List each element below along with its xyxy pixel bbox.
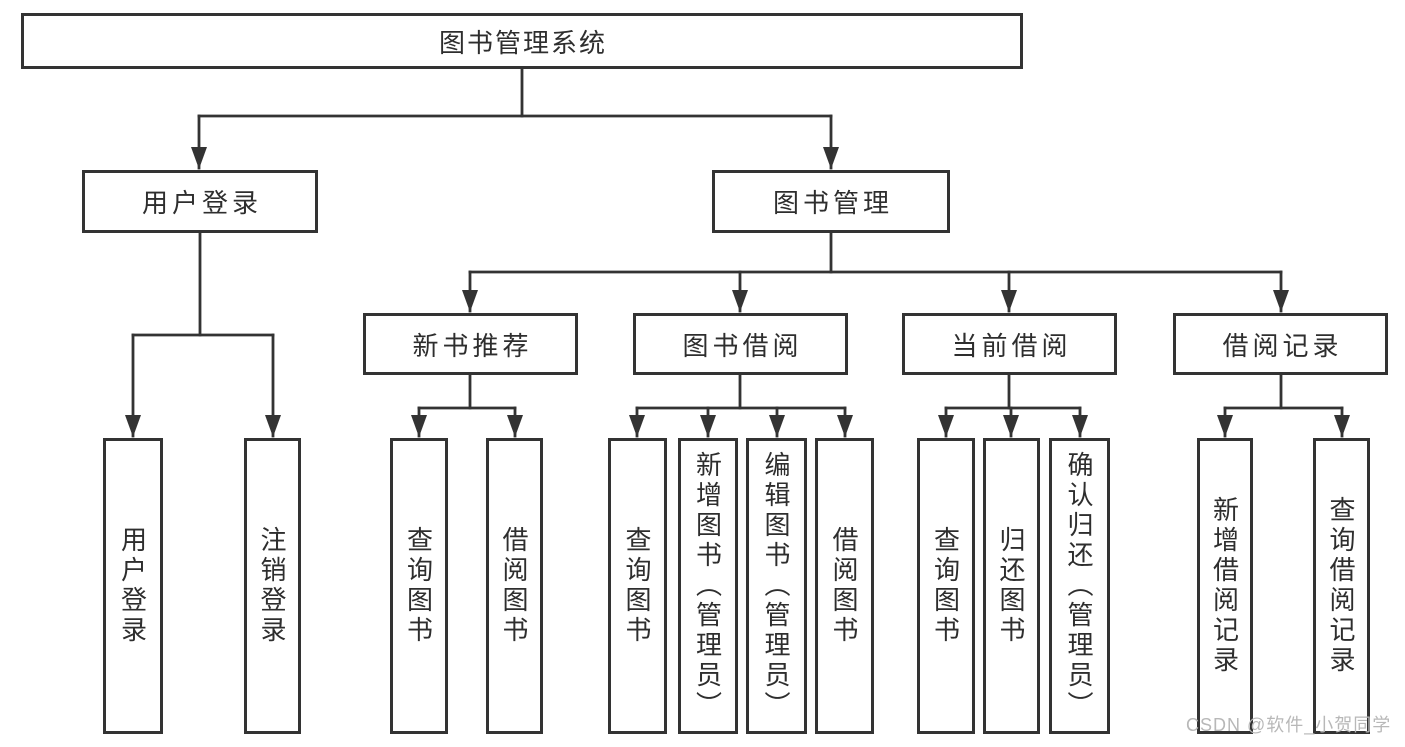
node-label: 图书管理 — [772, 188, 893, 218]
node-leaf-borrow-books-recommend: 借阅图书 — [486, 438, 543, 734]
node-leaf-add-books-admin: 新增图书（管理员） — [678, 438, 738, 734]
node-new-book-recommend: 新书推荐 — [363, 313, 578, 375]
node-label: 归还图书 — [996, 526, 1026, 646]
node-label: 查询借阅记录 — [1326, 496, 1356, 676]
node-label: 用户登录 — [141, 188, 262, 218]
node-label: 图书借阅 — [682, 330, 803, 361]
node-book-management: 图书管理 — [712, 170, 950, 233]
node-label: 编辑图书（管理员） — [761, 451, 791, 721]
node-label: 查询图书 — [930, 526, 961, 646]
node-library-management-system: 图书管理系统 — [21, 13, 1023, 69]
node-leaf-query-borrow-record: 查询借阅记录 — [1313, 438, 1370, 734]
node-label: 借阅图书 — [499, 526, 529, 646]
node-book-borrowing: 图书借阅 — [633, 313, 848, 375]
node-leaf-return-books: 归还图书 — [983, 438, 1040, 734]
node-label: 新增图书（管理员） — [692, 451, 723, 721]
node-leaf-confirm-return-admin: 确认归还（管理员） — [1049, 438, 1110, 734]
node-label: 新增借阅记录 — [1209, 496, 1240, 676]
node-current-borrowing: 当前借阅 — [902, 313, 1117, 375]
node-leaf-edit-books-admin: 编辑图书（管理员） — [746, 438, 807, 734]
node-leaf-query-books-borrowing: 查询图书 — [608, 438, 667, 734]
node-leaf-logout: 注销登录 — [244, 438, 301, 734]
node-label: 查询图书 — [622, 526, 652, 646]
node-label: 新书推荐 — [412, 330, 533, 361]
node-label: 图书管理系统 — [438, 27, 607, 58]
node-leaf-borrow-books-borrowing: 借阅图书 — [815, 438, 874, 734]
node-borrowing-records: 借阅记录 — [1173, 313, 1388, 375]
node-leaf-user-login: 用户登录 — [103, 438, 163, 734]
node-label: 当前借阅 — [951, 330, 1072, 361]
node-label: 借阅记录 — [1222, 330, 1343, 361]
node-leaf-query-books-current: 查询图书 — [917, 438, 975, 734]
node-label: 借阅图书 — [829, 526, 859, 646]
csdn-watermark: CSDN @软件_小贺同学 — [1186, 715, 1392, 735]
node-leaf-query-books-recommend: 查询图书 — [390, 438, 448, 734]
node-label: 确认归还（管理员） — [1064, 451, 1094, 721]
node-label: 用户登录 — [117, 526, 148, 646]
node-leaf-add-borrow-record: 新增借阅记录 — [1197, 438, 1253, 734]
node-label: 注销登录 — [257, 526, 287, 646]
node-user-login: 用户登录 — [82, 170, 318, 233]
node-label: 查询图书 — [403, 526, 434, 646]
